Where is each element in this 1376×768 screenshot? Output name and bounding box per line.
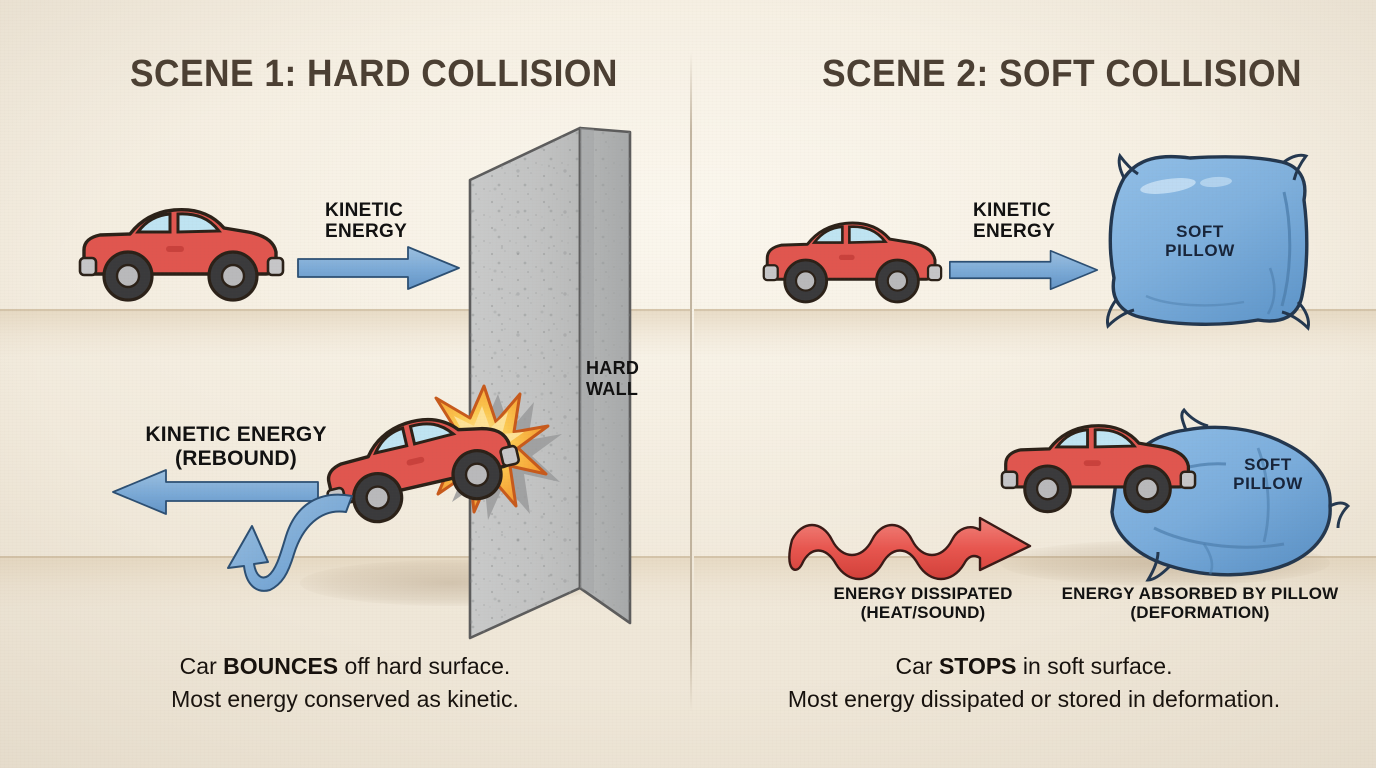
ground-line-lower-right (694, 556, 1376, 558)
ground-line-upper-left (0, 309, 690, 311)
pillow-icon (1106, 152, 1310, 331)
caption-emphasis: BOUNCES (223, 653, 339, 679)
car-icon (1000, 424, 1197, 514)
right-arrow-icon (949, 249, 1099, 291)
concrete-wall-icon (468, 126, 632, 640)
scene1-title: SCENE 1: HARD COLLISION (130, 53, 618, 95)
scene2-caption-line2: Most energy dissipated or stored in defo… (787, 685, 1281, 712)
left-arrow-icon (112, 469, 319, 515)
caption-post: in soft surface. (1016, 653, 1173, 679)
ground-line-lower-left (0, 556, 690, 558)
caption-pre: Car (895, 653, 939, 679)
caption-pre: Car (179, 653, 224, 679)
ground-line-upper-right (694, 309, 1376, 311)
scene1-rebound-label: KINETIC ENERGY (REBOUND) (145, 423, 327, 470)
energy-absorbed-label: ENERGY ABSORBED BY PILLOW (DEFORMATION) (1061, 584, 1339, 623)
car-icon (762, 221, 943, 304)
scene1-kinetic-energy-label: KINETIC ENERGY (325, 200, 408, 243)
caption-post: off hard surface. (338, 653, 511, 679)
pillow-top-label: SOFT PILLOW (1165, 222, 1235, 261)
pillow-bottom-label: SOFT PILLOW (1233, 455, 1303, 494)
scene2-kinetic-energy-label: KINETIC ENERGY (973, 200, 1056, 243)
caption-emphasis: STOPS (938, 653, 1017, 679)
car-icon (78, 207, 285, 302)
scene2-title: SCENE 2: SOFT COLLISION (822, 53, 1302, 95)
panel-divider (690, 52, 692, 712)
scene2-caption: Car STOPS in soft surface. Most energy d… (692, 650, 1376, 715)
scene1-caption-line2: Most energy conserved as kinetic. (171, 685, 519, 712)
scene1-caption: Car BOUNCES off hard surface. Most energ… (0, 650, 690, 715)
wall-label: HARD WALL (586, 358, 640, 399)
energy-dissipated-label: ENERGY DISSIPATED (HEAT/SOUND) (833, 584, 1013, 623)
car-icon (326, 417, 520, 524)
right-arrow-icon (297, 246, 460, 290)
pillow-icon (1124, 430, 1336, 580)
wavy-energy-arrow-icon (788, 516, 1032, 581)
curved-bounce-arrow-icon (227, 493, 353, 592)
scene1-caption-line1: Car BOUNCES off hard surface. (0, 650, 690, 683)
scene2-caption-line1: Car STOPS in soft surface. (692, 650, 1376, 683)
